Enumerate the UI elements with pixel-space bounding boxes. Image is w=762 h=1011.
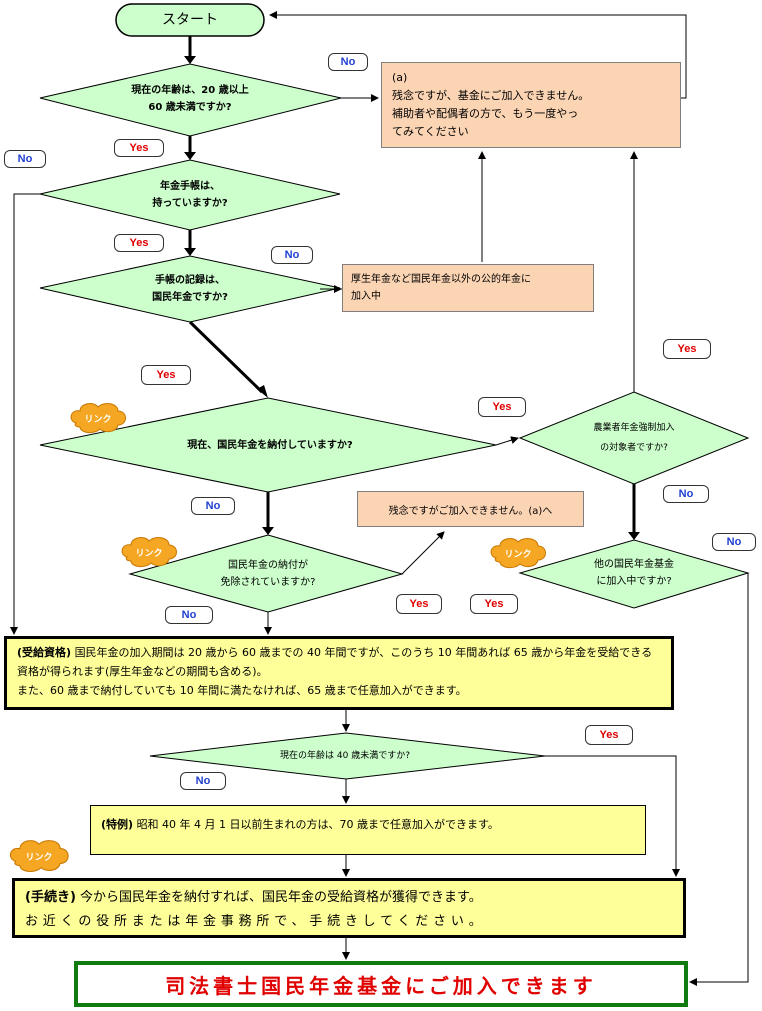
yes-label-farmer: Yes	[663, 339, 711, 359]
paying-question: 現在、国民年金を納付していますか?	[187, 439, 353, 451]
cloud-icon	[490, 538, 546, 569]
cloud-icon	[10, 840, 69, 872]
link-text: リンク	[135, 548, 163, 559]
no-label-age: No	[328, 53, 368, 71]
procedure-text-1: 今から国民年金を納付すれば、国民年金の受給資格が獲得できます。	[80, 890, 482, 905]
cloud-icon	[70, 403, 126, 434]
book-record-question: 手帳の記録は、 国民年金ですか?	[152, 275, 228, 303]
no-label-farmer: No	[663, 485, 709, 503]
link-text: リンク	[25, 852, 53, 863]
other-fund-question: 他の国民年金基金 に加入中ですか?	[594, 559, 674, 587]
qualification-title: (受給資格)	[17, 646, 72, 659]
procedure-box: (手続き) 今から国民年金を納付すれば、国民年金の受給資格が獲得できます。 お近…	[12, 878, 686, 938]
qualification-box: (受給資格) 国民年金の加入期間は 20 歳から 60 歳までの 40 年間です…	[4, 636, 674, 710]
pension-book-question: 年金手帳は、 持っていますか?	[152, 181, 228, 209]
procedure-text-2: お近くの役所または年金事務所で、手続きしてください。	[25, 914, 487, 929]
link-badge-paying[interactable]: リンク	[68, 401, 128, 435]
age-question: 現在の年齢は、20 歳以上 60 歳未満ですか?	[131, 85, 249, 113]
no-label-paying: No	[191, 497, 235, 515]
yes-label-age-40: Yes	[585, 725, 633, 745]
farmer-question: 農業者年金強制加入 の対象者ですか?	[593, 423, 675, 453]
age-40-question: 現在の年齢は 40 歳未満ですか?	[280, 750, 410, 761]
other-pension-box: 厚生年金など国民年金以外の公的年金に 加入中	[342, 264, 594, 312]
no-label-exempt: No	[165, 606, 213, 624]
no-label-pension-book: No	[4, 150, 46, 168]
start-label: スタート	[162, 11, 218, 28]
yes-label-book-record: Yes	[141, 365, 191, 385]
special-text: 昭和 40 年 4 月 1 日以前生まれの方は、70 歳まで任意加入ができます。	[136, 818, 499, 831]
no-label-age-40: No	[180, 772, 226, 790]
special-title: (特例)	[101, 818, 134, 831]
final-result-box: 司法書士国民年金基金にご加入できます	[74, 961, 688, 1007]
qualification-text: 国民年金の加入期間は 20 歳から 60 歳までの 40 年間ですが、このうち …	[17, 646, 653, 697]
no-label-book-record: No	[271, 246, 313, 264]
yes-label-pension-book: Yes	[114, 234, 164, 252]
link-badge-procedure[interactable]: リンク	[6, 838, 72, 874]
yes-label-age: Yes	[114, 139, 164, 157]
link-text: リンク	[84, 414, 112, 425]
yes-label-other-fund: Yes	[470, 594, 518, 614]
procedure-title: (手続き)	[25, 890, 76, 905]
no-label-other-fund: No	[712, 533, 756, 551]
cannot-join-box-a: (a) 残念ですが、基金にご加入できません。 補助者や配偶者の方で、もう一度やっ…	[381, 62, 681, 148]
cloud-icon	[121, 537, 177, 568]
exempt-question: 国民年金の納付が 免除されていますか?	[220, 560, 316, 588]
special-case-box: (特例) 昭和 40 年 4 月 1 日以前生まれの方は、70 歳まで任意加入が…	[90, 805, 646, 855]
link-text: リンク	[504, 549, 532, 560]
final-result-text: 司法書士国民年金基金にご加入できます	[165, 973, 597, 998]
yes-label-paying: Yes	[478, 397, 526, 417]
yes-label-exempt: Yes	[396, 594, 442, 614]
procedure-line-1: (手続き) 今から国民年金を納付すれば、国民年金の受給資格が獲得できます。	[25, 886, 673, 910]
link-badge-other-fund[interactable]: リンク	[488, 536, 548, 570]
decision-other-fund	[518, 539, 750, 609]
link-badge-exempt[interactable]: リンク	[119, 535, 179, 569]
redirect-to-a-box: 残念ですがご加入できません。(a)へ	[357, 491, 584, 527]
